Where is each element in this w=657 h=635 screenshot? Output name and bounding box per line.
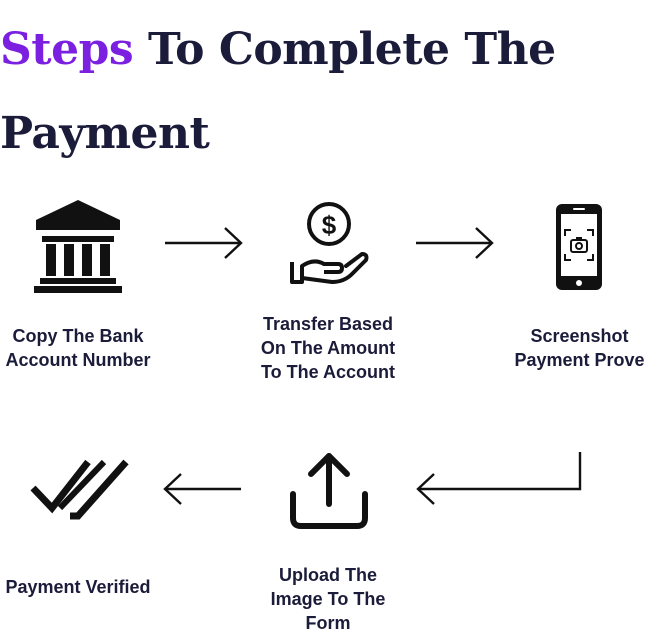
upload-icon bbox=[287, 450, 371, 530]
step-4-label: Upload The Image To The Form bbox=[270, 565, 386, 633]
arrow-right-2 bbox=[414, 226, 494, 260]
bank-icon bbox=[32, 196, 124, 294]
svg-text:$: $ bbox=[322, 210, 337, 240]
arrow-elbow-left bbox=[414, 450, 584, 508]
step-3-label: Screenshot Payment Prove bbox=[514, 326, 645, 370]
page-title: Steps To Complete The Payment bbox=[0, 8, 640, 176]
double-check-icon bbox=[30, 456, 130, 522]
title-rest: To Complete The Payment bbox=[0, 24, 556, 159]
step-5-label: Payment Verified bbox=[5, 577, 151, 597]
title-accent: Steps bbox=[0, 24, 134, 75]
step-2-label: Transfer Based On The Amount To The Acco… bbox=[260, 314, 396, 382]
phone-camera-icon bbox=[554, 202, 604, 292]
arrow-right-1 bbox=[163, 226, 243, 260]
money-hand-icon: $ bbox=[288, 202, 370, 286]
arrow-left-1 bbox=[163, 472, 243, 506]
step-1-label: Copy The Bank Account Number bbox=[5, 326, 151, 370]
